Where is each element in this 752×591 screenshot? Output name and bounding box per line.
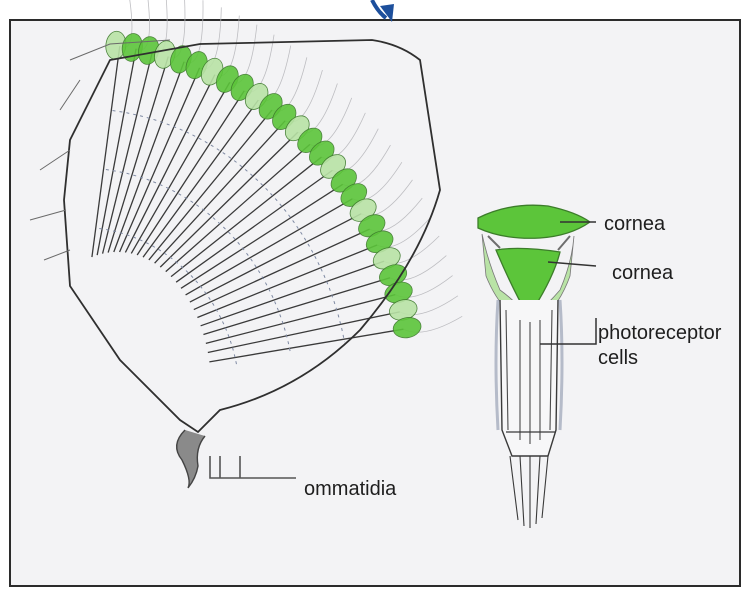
ommatidium-column-line <box>143 100 258 257</box>
ommatidium-column-line <box>155 121 286 263</box>
eye-section-drawing <box>30 0 462 488</box>
ommatidium-column-line <box>160 132 298 267</box>
pointer-arrow <box>372 0 394 22</box>
label-photoreceptor: photoreceptor <box>598 321 721 345</box>
ommatidium-column-line <box>120 68 200 252</box>
ommatidium-column-line <box>176 170 332 282</box>
label-photoreceptor-cells: cells <box>598 346 638 370</box>
ommatidium-column-line <box>171 157 321 277</box>
ommatidium-column-line <box>149 110 272 260</box>
label-ommatidia: ommatidia <box>304 477 396 501</box>
ommatidium-column-line <box>103 52 153 253</box>
ommatidium-column-line <box>203 278 390 335</box>
ommatidium-column-line <box>92 46 120 257</box>
ommatidium-column-line <box>108 57 168 253</box>
label-cornea-top: cornea <box>604 212 665 236</box>
label-cornea-lower: cornea <box>612 261 673 285</box>
single-ommatidium-drawing <box>478 205 596 528</box>
